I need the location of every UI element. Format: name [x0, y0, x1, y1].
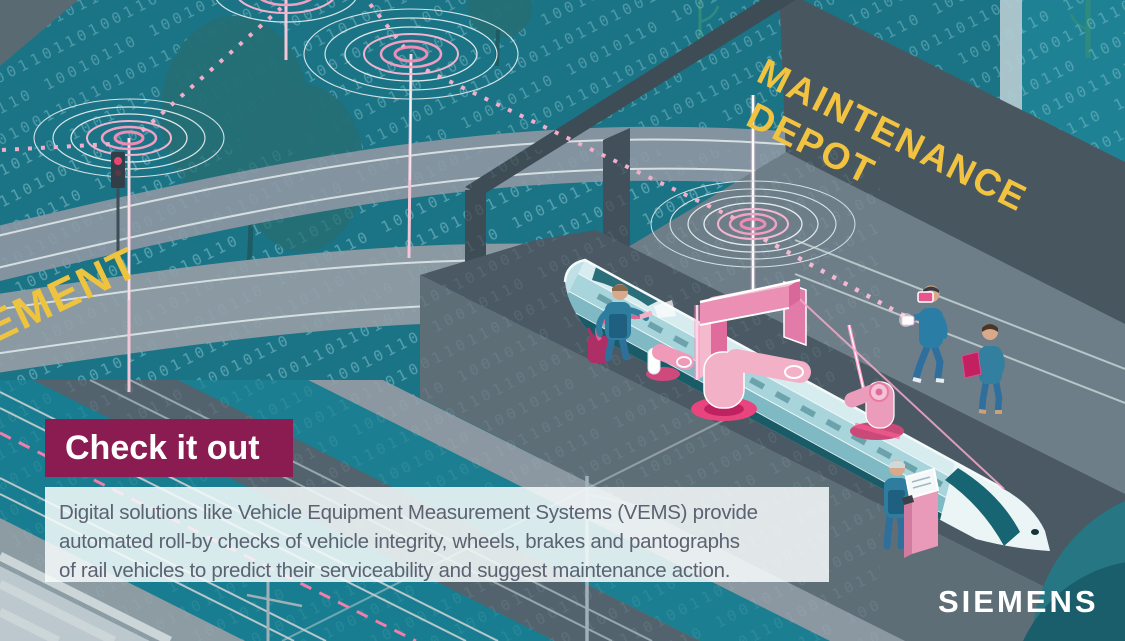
- console-screen: [904, 467, 940, 500]
- clipboard-tablet: [961, 351, 982, 379]
- handheld-scanner: [901, 315, 915, 326]
- description-line: Digital solutions like Vehicle Equipment…: [59, 501, 758, 524]
- vacuum-unit: [588, 336, 610, 363]
- worker-ar-inspector: [899, 285, 948, 383]
- antenna-signal-icon-center: [303, 8, 519, 259]
- spray-mist: [654, 300, 676, 318]
- worker-console-operator: [883, 460, 940, 558]
- foreground-bush: [1023, 501, 1125, 641]
- rail-signal-icon: [111, 152, 125, 258]
- siemens-logo: SIEMENS: [938, 584, 1099, 619]
- check-it-out-banner: Check it out: [45, 419, 293, 477]
- check-it-out-title: Check it out: [65, 428, 260, 467]
- antenna-signal-icon-top: [215, 0, 357, 60]
- description-panel: Digital solutions like Vehicle Equipment…: [45, 487, 829, 582]
- diagnostics-console: [902, 467, 940, 558]
- antenna-signal-icon-depot: [650, 95, 856, 296]
- worker-clipboard: [961, 324, 1005, 414]
- corner-road: [0, 0, 78, 66]
- trackside-sensor-device: [646, 344, 694, 381]
- vems-measurement-gantry: [691, 278, 811, 421]
- train-headlight: [1031, 529, 1039, 535]
- sensor-lens: [784, 365, 804, 379]
- description-line: automated roll-by checks of vehicle inte…: [59, 530, 740, 553]
- robot-arm-device: [844, 381, 904, 440]
- wireless-data-dotted-lines: [1, 0, 910, 463]
- console-keyboard: [902, 495, 914, 505]
- worker-cleaner: [586, 284, 676, 363]
- description-line: of rail vehicles to predict their servic…: [59, 559, 731, 582]
- antenna-signal-icon-left: [33, 98, 225, 392]
- ar-headset-icon: [917, 291, 934, 303]
